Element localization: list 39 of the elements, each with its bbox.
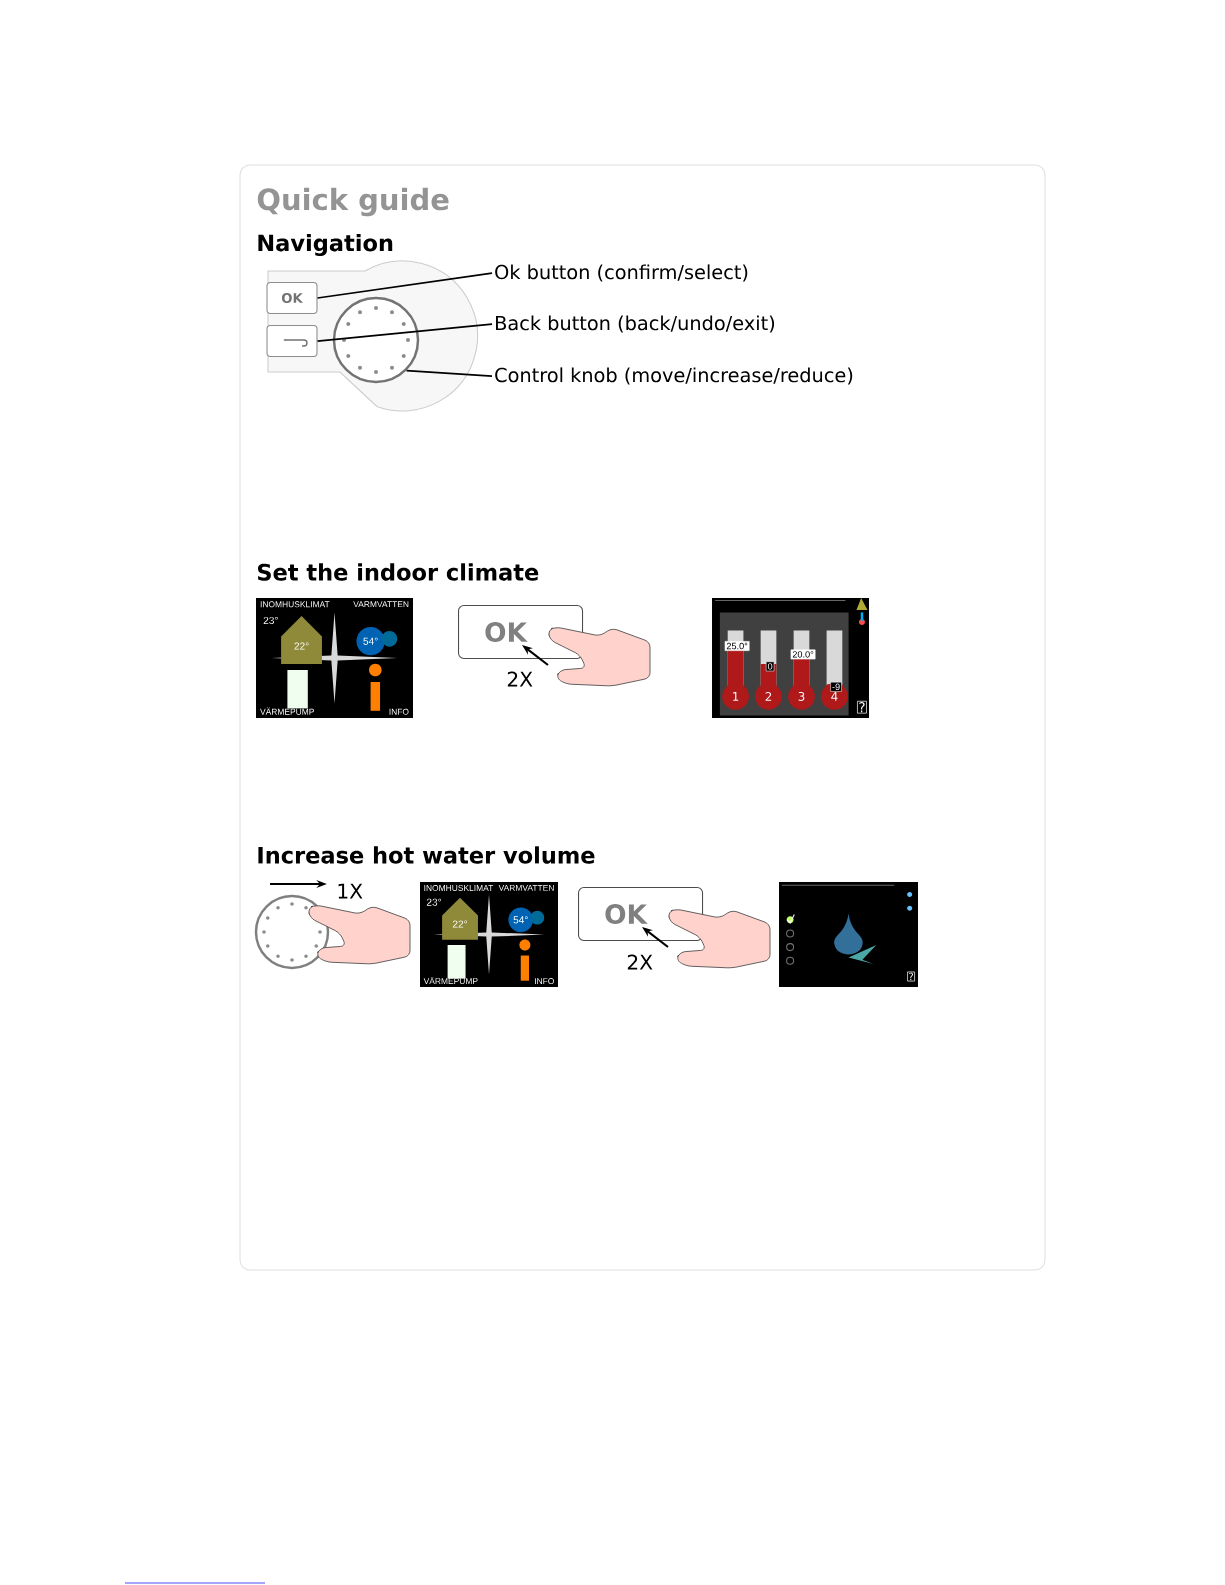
screen-label: VARMVATTEN (353, 601, 409, 608)
value-tag: 25.0° (724, 641, 750, 651)
ok-button: OK (266, 281, 318, 315)
ok-button: OK (578, 887, 704, 942)
title: Quick guide (257, 187, 449, 217)
count-label: 2X (507, 671, 533, 687)
screen-label: 23° (426, 898, 442, 906)
callout-text: Ok button (confirm/select) (495, 264, 748, 282)
screen-label: INOMHUSKLIMAT (260, 601, 330, 608)
bulb-number: 1 (733, 692, 739, 701)
value-tag: -9 (830, 681, 842, 692)
leader-line (405, 369, 493, 377)
callout-text: Control knob (move/increase/reduce) (495, 367, 853, 385)
screen-label: INOMHUSKLIMAT (424, 885, 494, 891)
control-knob (332, 296, 420, 384)
bulb-number: 4 (831, 692, 838, 701)
bulb-number: 2 (765, 692, 772, 701)
screen-label: VÄRMEPUMP (260, 707, 314, 715)
heading: Increase hot water volume (258, 846, 595, 864)
bulb-number: 3 (798, 691, 805, 701)
count-label: 2X (627, 954, 653, 970)
value-tag: 0 (765, 661, 775, 672)
screen-label: INFO (535, 978, 554, 985)
heading: Navigation (258, 234, 393, 256)
back-button (266, 324, 318, 358)
leader-line (316, 323, 493, 342)
screen-label: 23° (263, 616, 278, 625)
leader-line (316, 272, 493, 299)
screen-label: VARMVATTEN (498, 885, 554, 891)
screen-label: 54° (363, 637, 378, 645)
screen-label: 22° (294, 642, 309, 650)
screen-label: VÄRMEPUMP (423, 976, 478, 985)
value-tag: 20.0° (790, 649, 816, 660)
screen-label: 54° (513, 916, 528, 924)
heading: Set the indoor climate (258, 563, 539, 581)
callout-text: Back button (back/undo/exit) (496, 315, 775, 333)
screen-label: 22° (452, 920, 468, 928)
screen-label: INFO (389, 708, 409, 715)
count-label: 1X (338, 883, 363, 899)
